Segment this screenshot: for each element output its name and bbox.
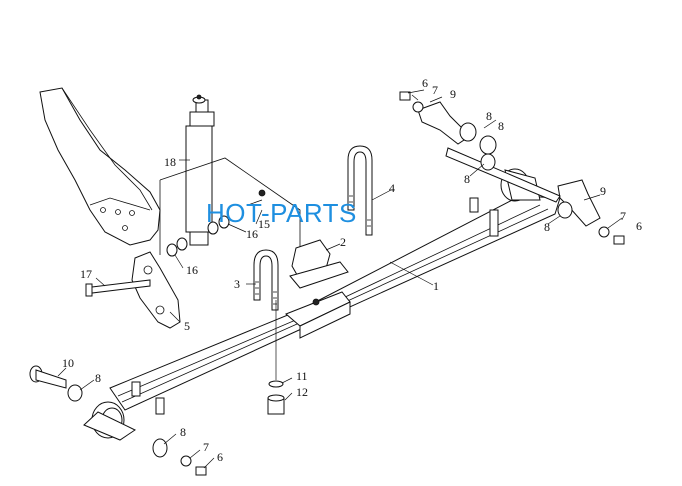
callout-8-front: 8	[95, 371, 101, 385]
callout-8-top-a: 8	[486, 109, 492, 123]
callout-10-label: 10	[62, 356, 74, 370]
callout-3: 3	[234, 277, 240, 291]
callout-8-bottom: 8	[180, 425, 186, 439]
u-bolt-4	[347, 145, 373, 236]
callout-11-label: 11	[296, 369, 308, 383]
callout-2: 2	[340, 235, 346, 249]
callout-6-bottom: 6	[217, 450, 223, 464]
bushings-16	[166, 215, 230, 257]
callout-9-top: 9	[450, 87, 456, 101]
spring-pad	[289, 239, 349, 306]
bolt-15	[247, 189, 266, 206]
bolt-17	[85, 279, 151, 297]
callout-9-right: 9	[600, 184, 606, 198]
callout-7-bottom: 7	[203, 440, 209, 454]
washer-nut-bottom	[267, 300, 285, 415]
callout-16-left: 16	[186, 263, 198, 277]
callout-15: 15	[258, 217, 270, 231]
watermark: HOT-PARTS	[206, 198, 357, 228]
leaf-spring	[109, 195, 561, 411]
u-bolt-3	[253, 249, 279, 311]
leader-lines	[57, 89, 623, 469]
front-pin-assembly	[29, 365, 207, 476]
callout-17: 17	[80, 267, 92, 281]
callout-6-top: 6	[422, 76, 428, 90]
callout-16-right: 16	[246, 227, 258, 241]
shackle-hanger	[131, 251, 181, 329]
callout-1: 1	[433, 279, 439, 293]
callout-7-top: 7	[432, 83, 438, 97]
callout-8-right: 8	[544, 220, 550, 234]
callout-4: 4	[389, 181, 395, 195]
rear-shackle	[399, 91, 625, 245]
callout-8-top-b: 8	[498, 119, 504, 133]
frame-bracket	[39, 87, 161, 246]
callout-6-right: 6	[636, 219, 642, 233]
spring-eye-front	[83, 401, 137, 441]
callout-8-mid: 8	[464, 172, 470, 186]
callout-12: 12	[296, 385, 308, 399]
callout-7-right: 7	[620, 209, 626, 223]
callout-5: 5	[184, 319, 190, 333]
callout-18: 18	[164, 155, 176, 169]
spring-clips	[131, 197, 499, 415]
mount-frame-lines	[159, 157, 301, 255]
